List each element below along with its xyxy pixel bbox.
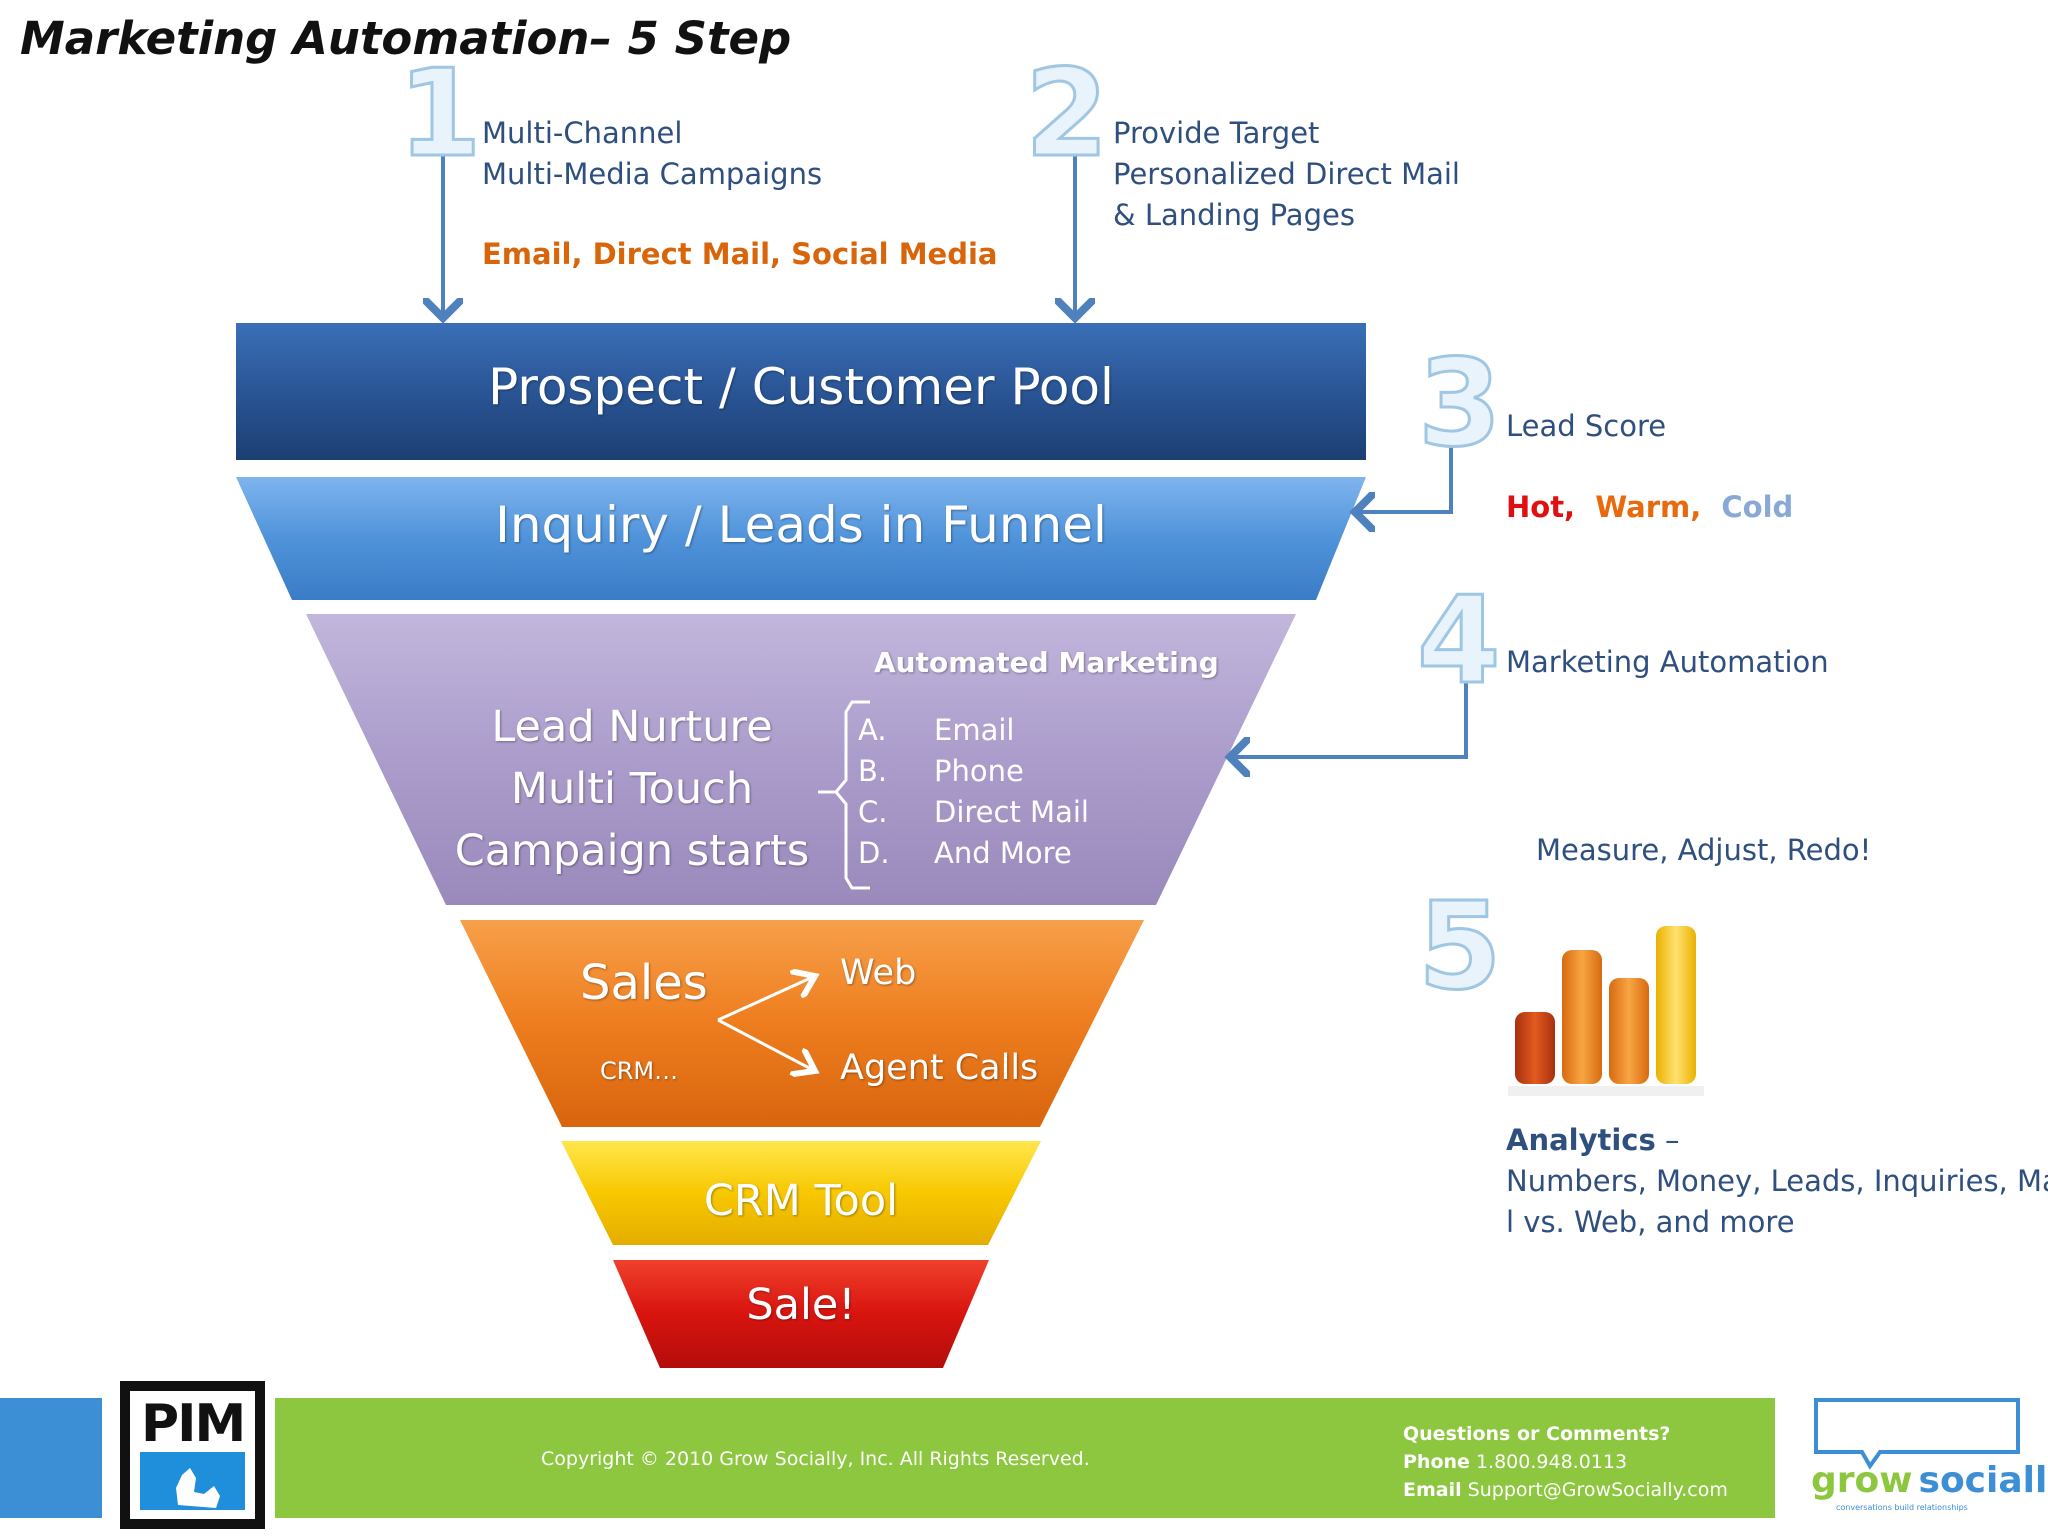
step-1-number: 1 xyxy=(397,45,483,184)
nurture-letter: A. xyxy=(858,713,887,747)
crm-tool-label: CRM Tool xyxy=(703,1176,899,1226)
step-2-line-3: & Landing Pages xyxy=(1113,198,1355,232)
analytics-bar-2 xyxy=(1562,950,1602,1084)
step-2-number: 2 xyxy=(1024,45,1110,184)
analytics-dash: – xyxy=(1664,1123,1680,1157)
step-5-caption: Measure, Adjust, Redo! xyxy=(1536,833,1872,867)
step-1-line-2: Multi-Media Campaigns xyxy=(482,157,823,191)
nurture-line-2: Multi Touch xyxy=(510,764,754,814)
sales-agent-label: Agent Calls xyxy=(840,1048,1039,1088)
arrow-step-4 xyxy=(1230,680,1468,757)
step-1-channels: Email, Direct Mail, Social Media xyxy=(482,237,998,271)
band-sale xyxy=(613,1260,989,1368)
step-1-line-1: Multi-Channel xyxy=(482,116,683,150)
sale-label: Sale! xyxy=(746,1280,856,1330)
footer-questions: Questions or Comments? xyxy=(1403,1423,1671,1445)
footer-phone-label: Phone xyxy=(1403,1451,1470,1473)
footer-copyright: Copyright © 2010 Grow Socially, Inc. All… xyxy=(541,1448,1090,1470)
analytics-bars-reflection xyxy=(1508,1086,1704,1096)
nurture-letter: C. xyxy=(858,795,888,829)
footer-email-label: Email xyxy=(1403,1479,1462,1501)
footer-email: Support@GrowSocially.com xyxy=(1467,1479,1728,1501)
analytics-title: Analytics xyxy=(1506,1123,1656,1157)
footer-contact: Questions or Comments? Phone 1.800.948.0… xyxy=(1403,1420,1728,1504)
nurture-item: Direct Mail xyxy=(934,795,1089,829)
score-cold: Cold xyxy=(1721,490,1794,524)
grow-logo-tagline: conversations build relationships xyxy=(1836,1503,1968,1512)
nurture-items: Email Phone Direct Mail And More xyxy=(934,710,1089,874)
sales-web-label: Web xyxy=(840,953,917,993)
grow-logo-word: grow xyxy=(1811,1460,1913,1501)
lead-score-values: Hot, Warm, Cold xyxy=(1506,490,1793,524)
band-nurture xyxy=(306,614,1296,905)
nurture-item: And More xyxy=(934,836,1072,870)
grow-logo-bubble xyxy=(1814,1398,2020,1470)
nurture-bracket xyxy=(818,700,870,890)
nurture-line-1: Lead Nurture xyxy=(491,702,773,752)
footer-green-bar xyxy=(275,1398,1775,1518)
sales-crm-label: CRM… xyxy=(600,1057,679,1085)
analytics-line-1: Numbers, Money, Leads, Inquiries, Mai xyxy=(1506,1164,2048,1198)
nurture-line-3: Campaign starts xyxy=(454,826,810,876)
nurture-text: Lead Nurture Multi Touch Campaign starts xyxy=(450,696,814,882)
pim-logo-text: PIM xyxy=(141,1394,246,1454)
score-hot: Hot, xyxy=(1506,490,1576,524)
analytics-text: Analytics – Numbers, Money, Leads, Inqui… xyxy=(1506,1120,2048,1243)
grow-socially-logo: growsocially xyxy=(1811,1460,2048,1501)
score-warm: Warm, xyxy=(1595,490,1702,524)
band-inquiry xyxy=(236,477,1366,600)
step-3-label: Lead Score xyxy=(1506,409,1667,443)
automated-marketing-heading: Automated Marketing xyxy=(874,646,1219,679)
step-2-line-2: Personalized Direct Mail xyxy=(1113,157,1460,191)
socially-logo-word: socially xyxy=(1918,1460,2048,1501)
step-3-number: 3 xyxy=(1417,335,1503,474)
band-sales xyxy=(460,920,1144,1127)
pool-label: Prospect / Customer Pool xyxy=(488,358,1114,416)
nurture-letter: B. xyxy=(858,754,888,788)
footer-blue-block xyxy=(0,1398,102,1518)
sales-arrow-agent xyxy=(717,1018,815,1071)
sales-label: Sales xyxy=(580,955,708,1011)
analytics-bar-1 xyxy=(1515,1012,1555,1084)
nurture-item: Phone xyxy=(934,754,1024,788)
michigan-map-icon xyxy=(176,1468,220,1508)
band-crm xyxy=(561,1141,1041,1245)
band-pool xyxy=(236,323,1366,460)
footer-phone: 1.800.948.0113 xyxy=(1475,1451,1628,1473)
step-1-text: Multi-Channel Multi-Media Campaigns xyxy=(482,113,822,195)
step-4-label: Marketing Automation xyxy=(1506,645,1829,679)
nurture-item: Email xyxy=(934,713,1015,747)
nurture-letters: A. B. C. D. xyxy=(858,710,890,874)
nurture-letter: D. xyxy=(858,836,890,870)
analytics-line-2: l vs. Web, and more xyxy=(1506,1205,1795,1239)
page-title: Marketing Automation– 5 Step xyxy=(20,12,792,65)
step-5-number: 5 xyxy=(1417,878,1503,1017)
inquiry-label: Inquiry / Leads in Funnel xyxy=(495,496,1107,554)
analytics-bar-4 xyxy=(1656,926,1696,1084)
step-4-number: 4 xyxy=(1416,572,1502,711)
step-2-line-1: Provide Target xyxy=(1113,116,1320,150)
arrow-step-3 xyxy=(1355,440,1453,512)
analytics-bar-3 xyxy=(1609,978,1649,1084)
sales-arrow-web xyxy=(717,976,815,1022)
step-2-text: Provide Target Personalized Direct Mail … xyxy=(1113,113,1460,236)
